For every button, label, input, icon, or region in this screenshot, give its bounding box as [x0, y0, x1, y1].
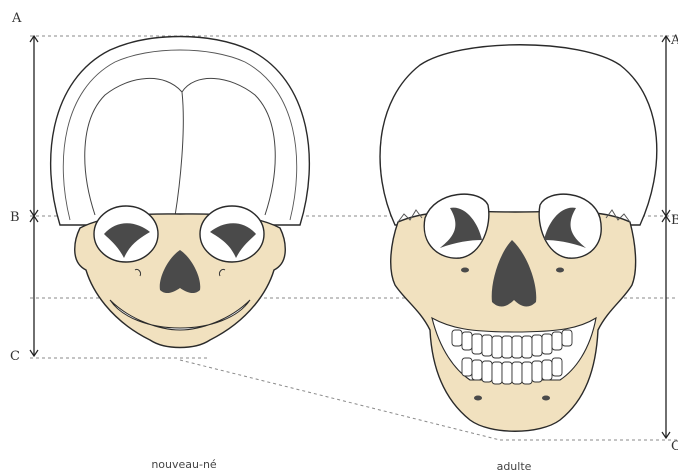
newborn-skull-icon: [51, 37, 310, 348]
marker-a-left: A: [11, 11, 22, 26]
measure-arrows-right: [662, 36, 670, 438]
marker-a-right: A: [670, 33, 678, 48]
measure-arrows-left: [30, 36, 38, 356]
marker-c-right: C: [671, 439, 678, 454]
marker-b-left: B: [10, 210, 20, 225]
adult-skull-icon: [380, 45, 657, 432]
caption-newborn: nouveau-né: [151, 458, 217, 471]
marker-c-left: C: [10, 349, 20, 364]
marker-b-right: B: [671, 213, 678, 228]
caption-adult: adulte: [497, 460, 532, 473]
